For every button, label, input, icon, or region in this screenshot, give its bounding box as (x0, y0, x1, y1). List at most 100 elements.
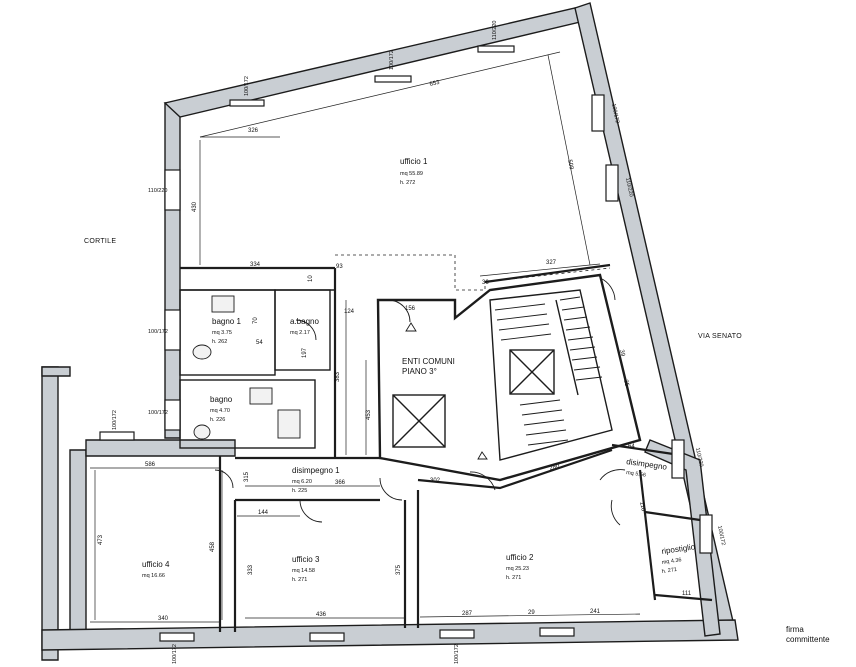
ripostiglio-top (644, 510, 701, 522)
dim-29: 29 (528, 610, 535, 616)
lift2-x2 (509, 349, 555, 395)
dim-653: 653 (429, 80, 441, 88)
right-lower-wall (644, 439, 721, 637)
room-height: h. 271 (292, 577, 307, 583)
room-area: mq 4.36 (661, 557, 682, 566)
dim-241: 241 (590, 609, 601, 615)
room-name: bagno (210, 395, 233, 404)
dim-110: 110 (638, 501, 646, 512)
room-name: bagno 1 (212, 317, 241, 326)
dim-93: 93 (336, 264, 343, 270)
room-enti-comuni: ENTI COMUNI PIANO 3° (402, 357, 455, 376)
mid-left-wall (85, 439, 236, 457)
room-ripostiglio: ripostiglio mq 4.36 h. 271 (661, 542, 696, 575)
dim-453: 453 (366, 409, 372, 420)
window-dim-10: 100/172 (112, 410, 118, 430)
window-dim-12: 100/172 (454, 644, 460, 664)
doors (214, 277, 626, 526)
dim-302: 302 (430, 478, 441, 484)
dim-375: 375 (396, 564, 402, 575)
window-dim-5: 100/172 (148, 410, 168, 416)
room-ufficio-2: ufficio 2 mq 25.23 h. 271 (506, 553, 534, 581)
dim-111: 111 (682, 591, 692, 597)
dim-430: 430 (192, 201, 198, 212)
dim-280: 280 (549, 463, 561, 472)
dim-334: 334 (250, 262, 261, 268)
room-height: h. 271 (661, 567, 677, 575)
room-name: ufficio 3 (292, 555, 320, 564)
room-name: ufficio 2 (506, 553, 534, 562)
dim-383: 383 (335, 371, 341, 382)
ufficio2-top (417, 448, 613, 490)
dim-327: 327 (546, 260, 557, 266)
dim-333: 333 (248, 564, 254, 575)
via-senato-label: VIA SENATO (698, 333, 742, 340)
top-wall (163, 7, 581, 118)
sink-bagno2 (249, 387, 273, 405)
room-disimpegno-1: disimpegno 1 mq 6.20 h. 225 (292, 466, 340, 494)
dim-287: 287 (462, 611, 473, 617)
dim-156: 156 (405, 306, 416, 312)
dim-473: 473 (98, 534, 104, 545)
room-disimpegno-2: disimpegno mq 5.56 (626, 457, 668, 479)
room-name: ufficio 4 (142, 560, 170, 569)
committente-label: committente (786, 635, 830, 644)
window-dim-8: 110/220 (694, 447, 704, 467)
dim-326: 326 (248, 128, 259, 134)
windows (99, 45, 713, 642)
room-area: mq 25.23 (506, 566, 529, 572)
room-area: mq 14.58 (292, 568, 315, 574)
room-bagno-2: bagno mq 4.70 h. 226 (210, 395, 233, 423)
room-antibagno: a.bagno mq 2.17 (290, 317, 319, 336)
lift-x2 (392, 394, 446, 448)
dim-10: 10 (308, 275, 314, 282)
dim-64: 64 (628, 444, 635, 450)
room-height: h. 226 (210, 417, 225, 423)
room-name: ripostiglio (661, 542, 696, 556)
dim-144: 144 (258, 510, 269, 516)
dim-436: 436 (316, 612, 327, 618)
disimpegno2-top (611, 443, 681, 457)
dim-36: 36 (482, 280, 489, 286)
dim-315: 315 (244, 471, 250, 482)
stair-handrail (555, 299, 579, 396)
room-area: mq 2.17 (290, 330, 310, 336)
window-dim-9: 100/172 (716, 525, 726, 546)
window-dim-6: 100/172 (610, 103, 620, 124)
dim-586: 586 (145, 462, 156, 468)
stair-treads (494, 296, 603, 446)
enti-line-2: PIANO 3° (402, 367, 437, 376)
dim-54: 54 (256, 340, 263, 346)
room-height: h. 271 (506, 575, 521, 581)
room-area: mq 16.66 (142, 573, 165, 579)
dim-39: 39 (618, 349, 625, 357)
boiler-unit (277, 409, 301, 439)
enti-line-1: ENTI COMUNI (402, 357, 455, 366)
room-area: mq 6.20 (292, 479, 312, 485)
room-height: h. 225 (292, 488, 307, 494)
room-area: mq 5.56 (626, 470, 647, 479)
room-name: a.bagno (290, 317, 319, 326)
room-name: ufficio 1 (400, 157, 428, 166)
room-height: h. 272 (400, 180, 415, 186)
room-area: mq 4.70 (210, 408, 230, 414)
dim-340: 340 (158, 616, 169, 622)
toilet-bagno1 (192, 344, 212, 360)
room-ufficio-4: ufficio 4 mq 16.66 (142, 560, 170, 579)
dim-70: 70 (253, 317, 259, 324)
room-ufficio-3: ufficio 3 mq 14.58 h. 271 (292, 555, 320, 583)
ufficio1-right-lower (484, 263, 611, 284)
down-triangle-marker (477, 451, 488, 460)
dimension-lines (90, 51, 641, 623)
sink-bagno1 (211, 295, 235, 313)
dim-197: 197 (302, 347, 308, 358)
left-wall-upper (164, 102, 181, 439)
cortile-label: CORTILE (84, 238, 116, 245)
ufficio1-bottom-dashed (335, 254, 611, 291)
room-bagno-1: bagno 1 mq 3.75 h. 262 (212, 317, 241, 345)
room-height: h. 262 (212, 339, 227, 345)
bottom-wall (41, 619, 739, 651)
window-dim-3: 110/220 (148, 188, 167, 194)
dim-509: 509 (566, 159, 574, 171)
